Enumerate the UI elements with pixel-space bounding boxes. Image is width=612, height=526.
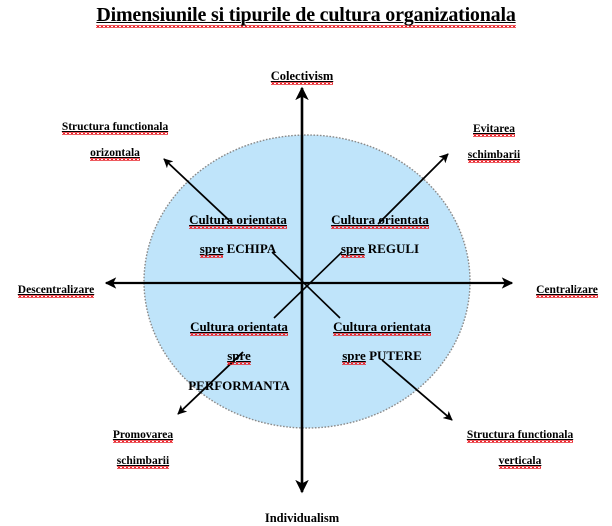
quadrant-bottom-right-line2: spre: [342, 348, 366, 364]
quadrant-top-right-line2: spre: [340, 241, 365, 257]
corner-label-bottom-left-line2: schimbarii: [116, 455, 170, 468]
corner-label-top-left-line1: Structura functionala: [61, 121, 169, 134]
axis-label-individualism: Individualism: [232, 497, 372, 526]
axis-label-descentralizare: Descentralizare: [6, 271, 106, 297]
quadrant-bottom-right-line1: Cultura orientata: [333, 318, 431, 334]
axis-label-colectivism-text: Colectivism: [270, 69, 334, 84]
corner-label-structura-functionala-verticala: Structura functionala verticala: [440, 416, 600, 482]
quadrant-bottom-left-line1: Cultura orientata: [190, 318, 288, 334]
axis-label-centralizare-text: Centralizare: [536, 284, 598, 297]
quadrant-top-right-line3: REGULI: [367, 241, 420, 257]
quadrant-top-right-line1: Cultura orientata: [331, 211, 429, 227]
corner-label-top-right-line1: Evitarea: [473, 123, 515, 136]
quadrant-label-cultura-reguli: Cultura orientata spre REGULI: [310, 198, 450, 272]
quadrant-top-left-line1: Cultura orientata: [189, 211, 287, 227]
quadrant-bottom-right-line3: PUTERE: [369, 348, 422, 364]
axis-label-centralizare: Centralizare: [524, 271, 610, 297]
corner-label-top-left-line2: orizontala: [90, 147, 140, 160]
quadrant-top-left-line3: ECHIPA: [226, 241, 277, 257]
axis-label-individualism-text: Individualism: [264, 511, 340, 526]
quadrant-bottom-left-line2: spre: [227, 348, 251, 364]
corner-label-bottom-right-line1: Structura functionala: [466, 429, 574, 442]
axis-label-descentralizare-text: Descentralizare: [17, 284, 95, 297]
corner-label-bottom-right-line2: verticala: [498, 455, 542, 468]
quadrant-top-left-line2: spre: [199, 241, 224, 257]
corner-label-promovarea-schimbarii: Promovarea schimbarii: [78, 416, 208, 482]
corner-label-evitarea-schimbarii: Evitarea schimbarii: [434, 110, 554, 176]
quadrant-bottom-left-line3: PERFORMANTA: [188, 378, 290, 394]
corner-label-bottom-left-line1: Promovarea: [112, 429, 174, 442]
page-title-text: Dimensiunile si tipurile de cultura orga…: [96, 4, 516, 26]
quadrant-label-cultura-performanta: Cultura orientata spre PERFORMANTA: [164, 305, 314, 409]
quadrant-label-cultura-echipa: Cultura orientata spre ECHIPA: [168, 198, 308, 272]
quadrant-label-cultura-putere: Cultura orientata spre PUTERE: [312, 305, 452, 379]
axis-label-colectivism: Colectivism: [232, 55, 372, 84]
corner-label-top-right-line2: schimbarii: [467, 149, 521, 162]
page-title: Dimensiunile si tipurile de cultura orga…: [0, 4, 612, 27]
corner-label-structura-functionala-orizontala: Structura functionala orizontala: [40, 108, 190, 174]
